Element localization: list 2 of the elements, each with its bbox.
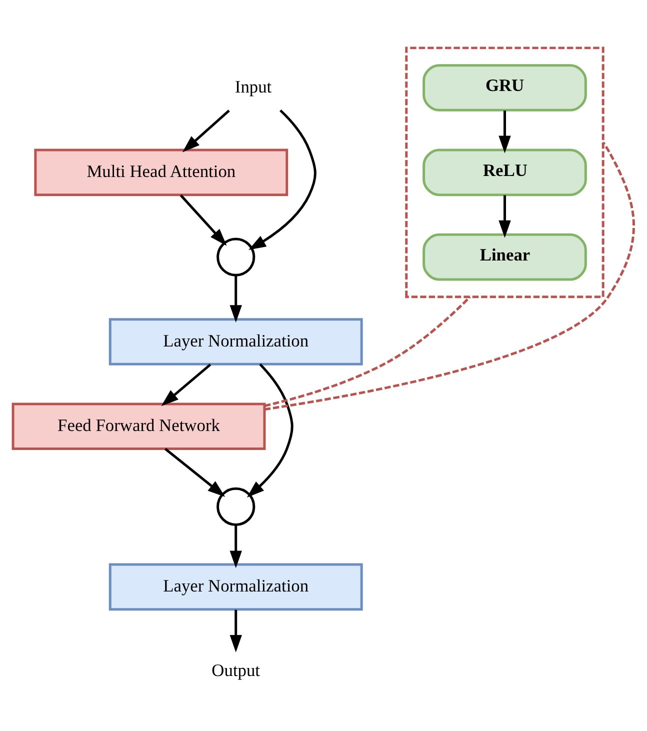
node-text: Input (234, 76, 272, 96)
node-text: Output (212, 660, 260, 680)
